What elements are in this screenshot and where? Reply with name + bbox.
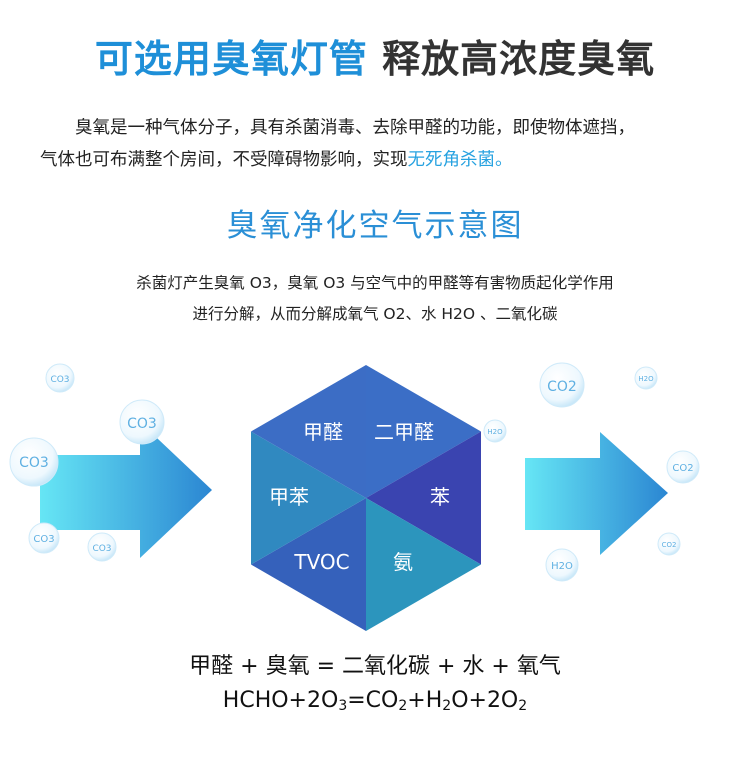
bubble-right-3: CO2 xyxy=(666,450,700,484)
bubble-left-5-label: CO3 xyxy=(92,544,111,554)
chem-part-2: =CO xyxy=(347,688,399,713)
hex-segment-toluene xyxy=(251,365,366,498)
bubble-right-4: CO2 xyxy=(657,532,681,556)
chem-part-4: O+2O xyxy=(451,688,519,713)
hex-segment-formaldehyde xyxy=(366,365,481,498)
word-equation: 甲醛 + 臭氧 = 二氧化碳 + 水 + 氧气 xyxy=(189,654,561,679)
hex-label-dimethyl: 二甲醛 xyxy=(374,420,434,444)
description-line-1: 杀菌灯产生臭氧 O3，臭氧 O3 与空气中的甲醛等有害物质起化学作用 xyxy=(136,274,614,292)
pollutant-hexagon: 甲醛 二甲醛 苯 氨 TVOC 甲苯 xyxy=(251,365,481,631)
hex-label-ammonia: 氨 xyxy=(393,550,413,574)
diagram-title: 臭氧净化空气示意图 xyxy=(226,208,524,244)
hex-segment-dimethyl xyxy=(366,431,481,565)
intro-line-1: 臭氧是一种气体分子，具有杀菌消毒、去除甲醛的功能，即使物体遮挡， xyxy=(75,118,635,138)
bubble-left-3-label: CO3 xyxy=(19,455,49,471)
intro-paragraph: 臭氧是一种气体分子，具有杀菌消毒、去除甲醛的功能，即使物体遮挡， 气体也可布满整… xyxy=(40,112,720,176)
bubble-left-1-label: CO3 xyxy=(50,375,69,385)
chem-sub-2: 2 xyxy=(398,698,408,714)
chem-sub-4: 2 xyxy=(518,698,528,714)
chem-part-3: +H xyxy=(407,688,443,713)
bubble-left-2-label: CO3 xyxy=(127,416,157,432)
bubble-mid-1: H2O xyxy=(483,419,507,443)
bubble-right-2: H2O xyxy=(634,366,658,390)
intro-line-2-text: 气体也可布满整个房间，不受障碍物影响，实现 xyxy=(40,150,408,170)
bubble-right-4-label: CO2 xyxy=(662,541,677,549)
bubble-right-5: H2O xyxy=(545,548,579,582)
bubble-right-3-label: CO2 xyxy=(672,463,693,474)
chem-sub-1: 3 xyxy=(338,698,348,714)
diagram-description: 杀菌灯产生臭氧 O3，臭氧 O3 与空气中的甲醛等有害物质起化学作用 进行分解，… xyxy=(0,268,750,330)
bubble-left-4-label: CO3 xyxy=(33,534,54,545)
headline-part1: 可选用臭氧灯管 xyxy=(94,37,368,81)
hex-segment-benzene xyxy=(366,498,481,631)
hex-segment-ammonia xyxy=(251,498,366,631)
bubble-right-5-label: H2O xyxy=(551,561,573,572)
bubble-left-3: CO3 xyxy=(9,437,59,487)
intro-line-2: 气体也可布满整个房间，不受障碍物影响，实现无死角杀菌。 xyxy=(40,144,720,176)
headline-part2: 释放高浓度臭氧 xyxy=(382,37,656,81)
chem-sub-3: 2 xyxy=(442,698,452,714)
bubble-left-4: CO3 xyxy=(28,522,60,554)
bubble-mid-1-label: H2O xyxy=(487,428,503,436)
chem-part-1: HCHO+2O xyxy=(222,688,339,713)
hex-segment-tvoc xyxy=(251,431,366,565)
hex-label-benzene: 苯 xyxy=(430,485,450,509)
right-arrow xyxy=(525,432,668,555)
ozone-diagram: 甲醛 二甲醛 苯 氨 TVOC 甲苯 CO3 CO3 CO3 CO3 CO3 C… xyxy=(9,362,700,631)
left-arrow xyxy=(40,422,212,558)
hex-label-tvoc: TVOC xyxy=(293,550,349,574)
bubble-right-1-label: CO2 xyxy=(547,379,577,395)
page-headline: 可选用臭氧灯管 释放高浓度臭氧 xyxy=(0,28,750,83)
chemical-equation: HCHO+2O3=CO2+H2O+2O2 xyxy=(0,688,750,714)
hex-label-formaldehyde: 甲醛 xyxy=(303,420,343,444)
intro-line-2-accent: 无死角杀菌。 xyxy=(407,150,513,170)
hex-label-toluene: 甲苯 xyxy=(269,485,309,509)
bubble-right-1: CO2 xyxy=(539,362,585,408)
bubble-left-1: CO3 xyxy=(45,363,75,393)
bubble-right-2-label: H2O xyxy=(638,375,654,383)
bubble-left-2: CO3 xyxy=(119,399,165,445)
bubble-left-5: CO3 xyxy=(87,532,117,562)
description-line-2: 进行分解，从而分解成氧气 O2、水 H2O 、二氧化碳 xyxy=(192,305,558,323)
